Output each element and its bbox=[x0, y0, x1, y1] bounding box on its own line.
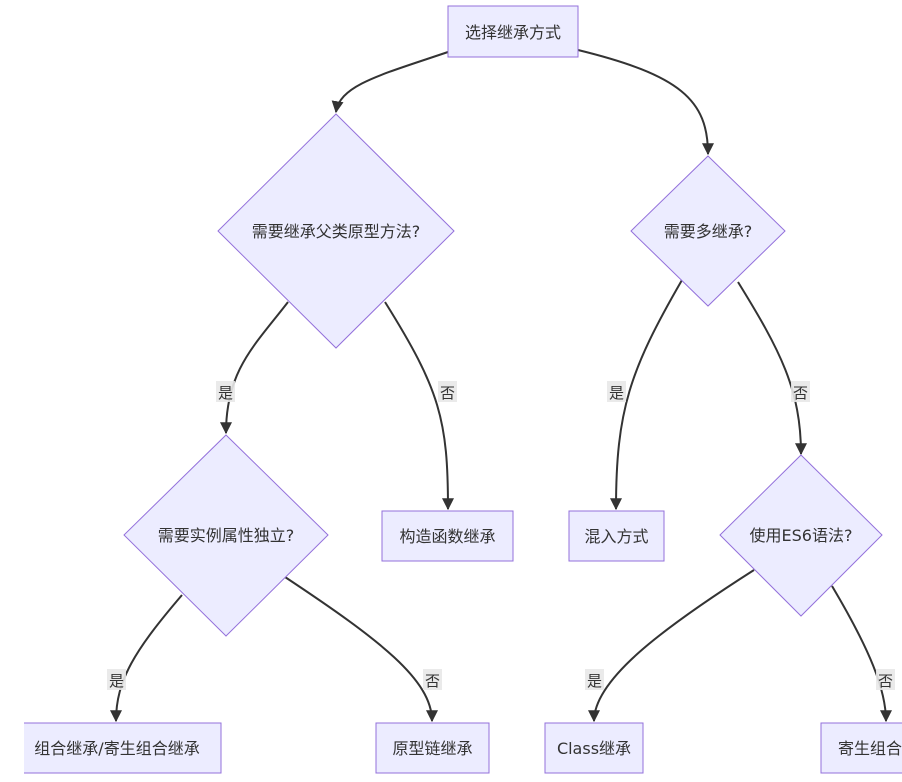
edge-label-yes: 是 bbox=[216, 381, 235, 402]
edge-label-no: 否 bbox=[791, 381, 810, 402]
edge-es6-to-parasitic bbox=[831, 585, 892, 723]
edge-es6-to-class bbox=[588, 569, 755, 723]
node-label: Class继承 bbox=[557, 739, 631, 758]
node-label: 寄生组合继承 bbox=[838, 739, 902, 758]
left-clip-mask bbox=[0, 0, 24, 777]
node-label: 构造函数继承 bbox=[399, 527, 495, 546]
decision-es6[interactable]: 使用ES6语法? bbox=[719, 454, 883, 617]
edge-multi-to-mixin bbox=[610, 279, 683, 511]
edge-label-text: 是 bbox=[109, 672, 124, 690]
node-start[interactable]: 选择继承方式 bbox=[447, 5, 579, 58]
edge-proto-to-constructor bbox=[384, 301, 454, 511]
decision-multi-inherit[interactable]: 需要多继承? bbox=[630, 155, 786, 307]
edge-multi-to-es6 bbox=[737, 281, 807, 456]
node-label: 需要实例属性独立? bbox=[158, 526, 295, 545]
node-label: 混入方式 bbox=[584, 527, 648, 546]
edge-label-yes: 是 bbox=[607, 381, 626, 402]
edge-label-text: 否 bbox=[440, 384, 455, 402]
decision-inherit-proto[interactable]: 需要继承父类原型方法? bbox=[217, 113, 455, 349]
node-combo-inherit[interactable]: 组合继承/寄生组合继承 bbox=[13, 722, 222, 774]
edges bbox=[110, 49, 892, 723]
edge-labels: 是 否 是 否 是 否 是 否 bbox=[107, 381, 895, 690]
edge-independent-to-protochain bbox=[284, 576, 438, 723]
node-label: 需要继承父类原型方法? bbox=[252, 222, 421, 241]
edge-label-text: 是 bbox=[218, 384, 233, 402]
node-label: 使用ES6语法? bbox=[750, 526, 853, 545]
nodes: 选择继承方式 需要继承父类原型方法? 需要多继承? 需要实例属性独立? 构造函数… bbox=[13, 5, 902, 774]
edge-start-to-proto bbox=[331, 51, 449, 114]
edge-label-yes: 是 bbox=[585, 669, 604, 690]
edge-label-text: 否 bbox=[793, 384, 808, 402]
edge-proto-to-independent bbox=[220, 301, 289, 435]
edge-label-text: 否 bbox=[425, 672, 440, 690]
edge-start-to-multi bbox=[577, 49, 714, 156]
edge-label-no: 否 bbox=[423, 669, 442, 690]
edge-label-text: 是 bbox=[587, 672, 602, 690]
edge-label-no: 否 bbox=[438, 381, 457, 402]
decision-instance-independent[interactable]: 需要实例属性独立? bbox=[123, 434, 329, 637]
node-proto-chain[interactable]: 原型链继承 bbox=[375, 722, 490, 774]
node-label: 需要多继承? bbox=[664, 222, 753, 241]
node-mixin[interactable]: 混入方式 bbox=[568, 510, 665, 562]
node-label: 组合继承/寄生组合继承 bbox=[34, 739, 199, 758]
node-parasitic-combo[interactable]: 寄生组合继承 bbox=[820, 722, 902, 774]
node-label: 选择继承方式 bbox=[465, 23, 561, 42]
node-label: 原型链继承 bbox=[392, 739, 472, 758]
edge-label-no: 否 bbox=[876, 669, 895, 690]
edge-label-text: 否 bbox=[878, 672, 893, 690]
edge-label-yes: 是 bbox=[107, 669, 126, 690]
edge-independent-to-combo bbox=[110, 594, 183, 723]
node-class-inherit[interactable]: Class继承 bbox=[544, 722, 644, 774]
edge-label-text: 是 bbox=[609, 384, 624, 402]
node-constructor-inherit[interactable]: 构造函数继承 bbox=[381, 510, 514, 562]
